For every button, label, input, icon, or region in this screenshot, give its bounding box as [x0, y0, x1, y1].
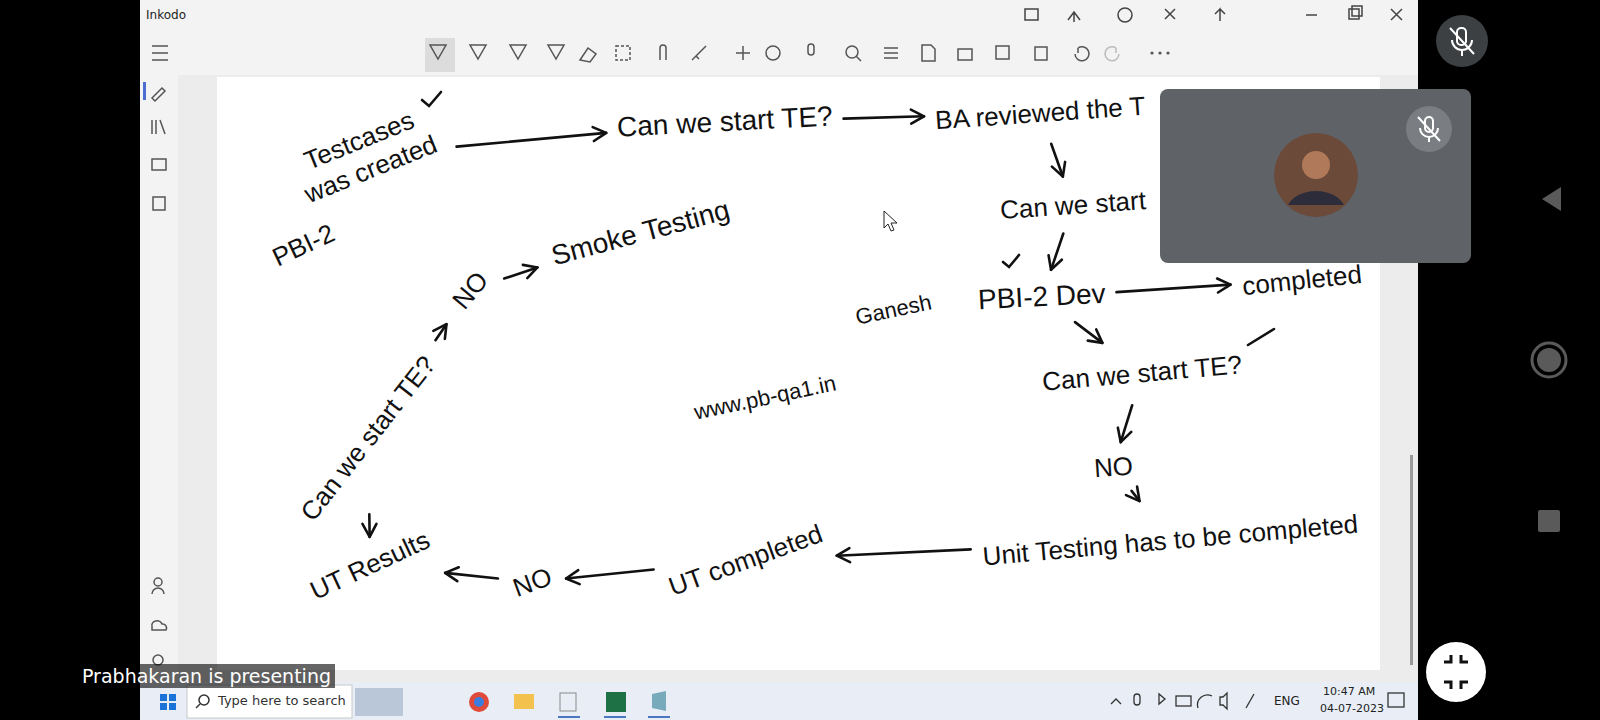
flow-arrow — [1118, 405, 1132, 442]
flow-step: NO — [441, 261, 498, 320]
step-text: UT completed — [664, 518, 826, 602]
flow-arrow — [445, 567, 498, 581]
clock-date: 04-07-2023 — [1320, 702, 1384, 715]
flow-arrow — [504, 265, 537, 279]
step-text: Testcases was created — [284, 98, 446, 212]
step-text: Smoke Testing — [547, 194, 732, 272]
step-text: NO — [446, 265, 495, 315]
step-text: Unit Testing has to be completed — [981, 508, 1359, 572]
search-box-text: Type here to search — [218, 693, 346, 708]
flow-arrow — [1049, 234, 1064, 270]
step-text: Can we start TE? — [1041, 349, 1243, 397]
flow-step: Can we start TE? — [290, 345, 446, 531]
flow-step: Smoke Testing — [543, 191, 737, 275]
flow-step: NO — [504, 558, 560, 607]
flow-arrow — [844, 110, 924, 124]
flow-step: NO — [1088, 448, 1137, 486]
language-indicator: ENG — [1274, 694, 1300, 708]
flow-arrow — [1126, 487, 1140, 502]
step-text: NO — [508, 561, 555, 603]
flow-step: Unit Testing has to be completed — [977, 506, 1363, 574]
step-text: UT Results — [305, 524, 434, 606]
flow-step: Testcases was created — [279, 95, 450, 215]
flow-arrow — [1075, 322, 1102, 343]
flow-step: PBI-2 Dev — [973, 275, 1110, 318]
flow-arrow — [457, 127, 607, 147]
flow-step: UT completed — [660, 515, 831, 606]
flow-step: BA reviewed the T — [930, 88, 1150, 138]
flow-arrow — [1116, 279, 1230, 293]
flow-arrow — [362, 514, 376, 537]
flow-arrow — [837, 548, 971, 562]
presenter-banner: Prabhakaran is presenting — [78, 664, 335, 688]
step-text: Can we start TE? — [616, 100, 833, 143]
flow-step: Can we start TE? — [612, 98, 837, 146]
step-text: BA reviewed the T — [934, 90, 1146, 136]
flow-step: UT Results — [301, 520, 439, 609]
step-text: NO — [1092, 450, 1133, 484]
step-text: Can we start TE? — [294, 350, 442, 527]
flow-arrow — [433, 324, 446, 340]
step-text: Can we start — [999, 184, 1147, 225]
flow-arrow — [1051, 144, 1065, 177]
step-text: PBI-2 Dev — [977, 278, 1106, 317]
flow-arrow — [566, 569, 654, 584]
app-title: Inkodo — [146, 8, 186, 22]
flow-step: Can we start TE? — [1037, 346, 1248, 399]
clock-time: 10:47 AM — [1323, 685, 1375, 698]
flow-step: Can we start — [995, 182, 1151, 228]
step-text: completed — [1241, 258, 1364, 301]
flow-step: completed — [1237, 256, 1368, 304]
